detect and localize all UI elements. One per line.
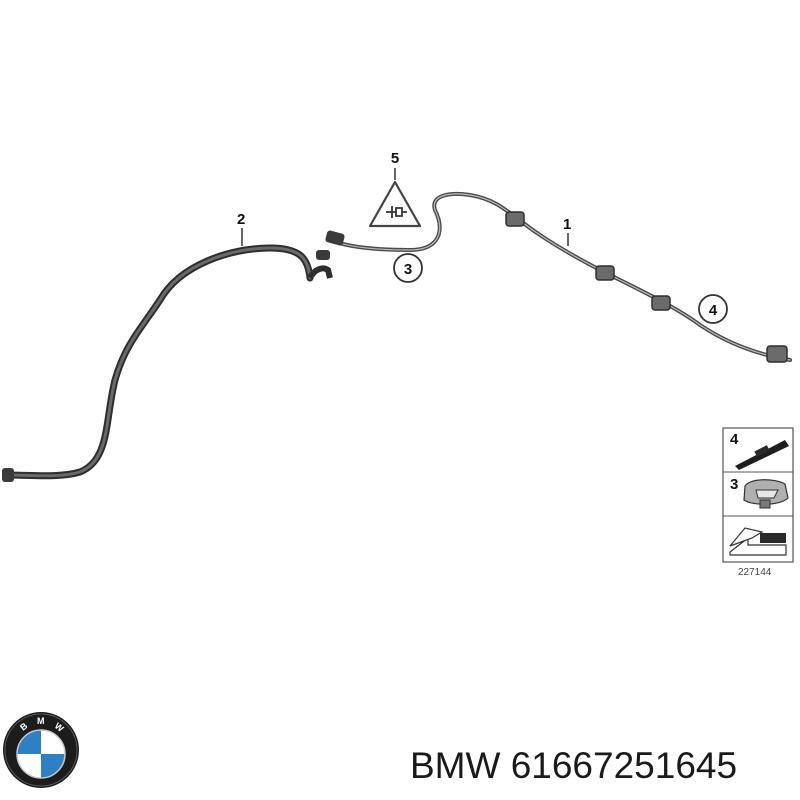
callout-1: 1 bbox=[563, 216, 571, 246]
legend-box: 4 3 bbox=[722, 427, 794, 563]
electrical-warning-icon bbox=[368, 180, 422, 228]
legend-row-3-label: 3 bbox=[730, 476, 738, 493]
logo-letter-m: M bbox=[37, 716, 45, 726]
hose-part-1 bbox=[316, 191, 792, 363]
legend-row-3: 3 bbox=[730, 476, 789, 509]
legend-row-arrow bbox=[729, 527, 787, 556]
nozzle-4 bbox=[766, 345, 788, 363]
hose-connector-left bbox=[316, 230, 345, 260]
legend-row-4-label: 4 bbox=[730, 431, 739, 448]
callout-1-label: 1 bbox=[563, 216, 571, 233]
cable-tie-icon bbox=[735, 440, 789, 470]
callout-2: 2 bbox=[237, 211, 245, 246]
nozzle-3 bbox=[651, 295, 671, 311]
logo-letter-b: B bbox=[18, 720, 30, 732]
callout-3: 3 bbox=[393, 253, 423, 283]
legend-row-4: 4 bbox=[730, 431, 789, 470]
callout-5-label: 5 bbox=[391, 150, 399, 167]
callout-4-label: 4 bbox=[709, 302, 718, 319]
callout-2-label: 2 bbox=[237, 211, 245, 228]
nozzle-2 bbox=[595, 265, 615, 281]
nozzle-1 bbox=[505, 211, 525, 227]
callout-4: 4 bbox=[698, 294, 728, 324]
hose-end-connector bbox=[2, 468, 14, 482]
callout-3-label: 3 bbox=[404, 261, 412, 278]
callout-5: 5 bbox=[368, 150, 422, 228]
diagram-reference-number: 227144 bbox=[738, 567, 772, 578]
footer-part-label: BMW 61667251645 bbox=[410, 745, 737, 786]
bmw-logo: B M W bbox=[3, 712, 79, 788]
arrow-icon bbox=[729, 527, 787, 556]
hose-part-2 bbox=[2, 244, 333, 482]
clip-icon bbox=[743, 479, 789, 509]
